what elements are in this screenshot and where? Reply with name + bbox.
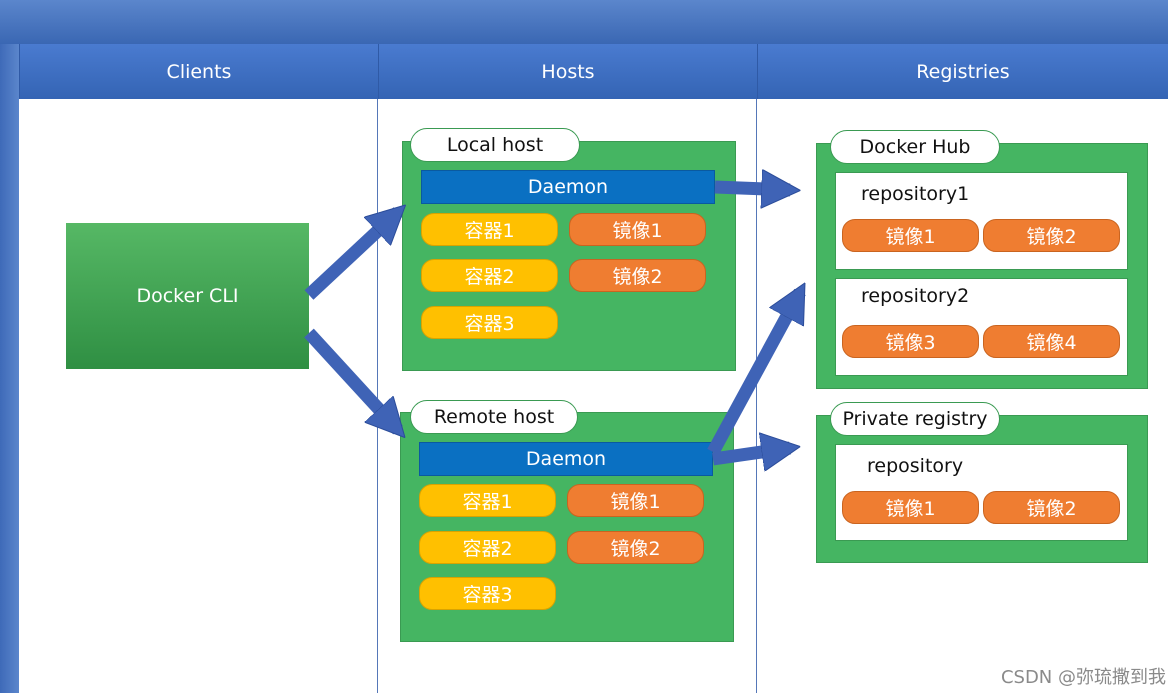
left-banner bbox=[0, 44, 19, 693]
arrow-cli-to-remote bbox=[304, 328, 398, 430]
arrow-local-daemon-to-hub bbox=[714, 187, 790, 190]
local-container-3: 容器3 bbox=[421, 306, 558, 339]
arrow-remote-daemon-to-hub bbox=[707, 292, 806, 456]
remote-image-1: 镜像1 bbox=[567, 484, 704, 517]
docker-cli-box: Docker CLI bbox=[66, 223, 309, 369]
top-banner bbox=[0, 0, 1168, 44]
column-header-registries: Registries bbox=[757, 44, 1168, 99]
hub-repo2-image-3: 镜像3 bbox=[842, 325, 979, 358]
repository-1-label: repository1 bbox=[861, 183, 970, 205]
remote-container-3: 容器3 bbox=[419, 577, 556, 610]
private-repository-label: repository bbox=[867, 455, 964, 477]
local-image-2: 镜像2 bbox=[569, 259, 706, 292]
column-divider-2 bbox=[756, 99, 757, 693]
remote-container-1: 容器1 bbox=[419, 484, 556, 517]
hub-repo1-image-1: 镜像1 bbox=[842, 219, 979, 252]
local-host-title: Local host bbox=[410, 128, 580, 162]
column-header-hosts: Hosts bbox=[378, 44, 757, 99]
column-header-clients: Clients bbox=[19, 44, 378, 99]
local-host-daemon: Daemon bbox=[421, 170, 715, 204]
private-repo-image-1: 镜像1 bbox=[842, 491, 979, 524]
private-repo-image-2: 镜像2 bbox=[983, 491, 1120, 524]
private-registry-title: Private registry bbox=[830, 402, 1000, 436]
arrow-cli-to-local bbox=[304, 212, 398, 300]
remote-host-title: Remote host bbox=[410, 400, 578, 434]
private-repository bbox=[835, 444, 1128, 541]
local-container-2: 容器2 bbox=[421, 259, 558, 292]
local-image-1: 镜像1 bbox=[569, 213, 706, 246]
watermark: CSDN @弥琉撒到我 bbox=[1000, 667, 1166, 688]
hub-repo2-image-4: 镜像4 bbox=[983, 325, 1120, 358]
repository-2-label: repository2 bbox=[861, 285, 970, 307]
arrow-remote-daemon-to-private bbox=[712, 448, 790, 459]
remote-host-daemon: Daemon bbox=[419, 442, 713, 476]
remote-container-2: 容器2 bbox=[419, 531, 556, 564]
local-container-1: 容器1 bbox=[421, 213, 558, 246]
docker-hub-title: Docker Hub bbox=[830, 130, 1000, 164]
hub-repo1-image-2: 镜像2 bbox=[983, 219, 1120, 252]
remote-image-2: 镜像2 bbox=[567, 531, 704, 564]
